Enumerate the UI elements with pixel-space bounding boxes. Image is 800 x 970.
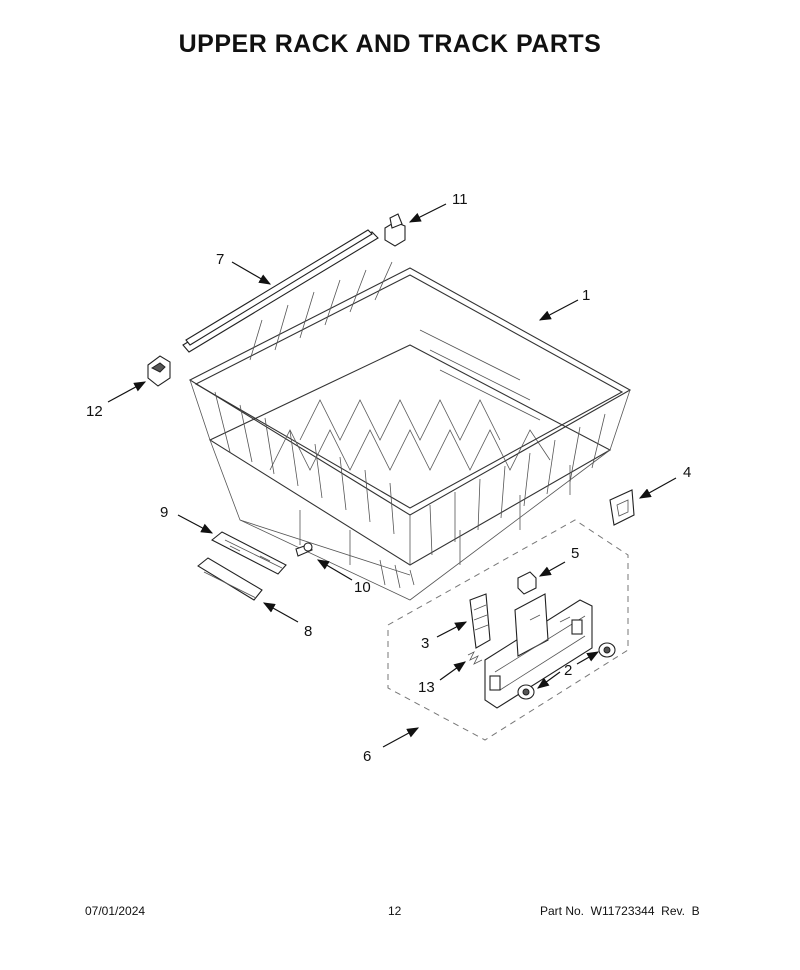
callout-11: 11 [452, 191, 468, 208]
callout-10: 10 [354, 579, 371, 596]
callout-5: 5 [571, 545, 579, 562]
footer-date: 07/01/2024 [85, 904, 146, 918]
callout-13: 13 [418, 679, 435, 696]
leader-10 [316, 559, 353, 581]
callout-7: 7 [216, 251, 224, 268]
callout-8: 8 [304, 623, 312, 640]
leader-2a [537, 671, 561, 689]
handle-cover [197, 557, 263, 601]
page-title: UPPER RACK AND TRACK PARTS [178, 30, 602, 58]
callout-1: 1 [582, 287, 590, 304]
leader-2b [576, 651, 600, 665]
adjuster-lever [469, 593, 491, 649]
adjuster-housing [484, 593, 593, 709]
callout-2: 2 [564, 662, 572, 679]
rear-track-end-cap [384, 213, 406, 247]
handle-base [210, 531, 287, 575]
leader-7 [231, 261, 272, 285]
footer-page-number: 12 [388, 904, 402, 918]
screw [295, 542, 313, 557]
front-track-stop [147, 355, 171, 387]
leader-12 [107, 381, 147, 403]
upper-rack-basket [188, 261, 632, 601]
leader-4 [638, 477, 677, 499]
footer-part-number: Part No. W11723344 Rev. B [540, 904, 700, 918]
track-rail [182, 229, 379, 353]
leader-13 [439, 661, 466, 681]
callout-3: 3 [421, 635, 429, 652]
leader-6 [382, 727, 420, 748]
leader-1 [538, 299, 579, 321]
adjuster-cap [517, 571, 537, 595]
spring [467, 651, 483, 665]
leader-11 [408, 203, 447, 223]
rack-wheels [517, 642, 616, 700]
leader-9 [177, 514, 214, 534]
callout-6: 6 [363, 748, 371, 765]
leader-3 [436, 621, 468, 638]
clip-part [609, 489, 635, 526]
callout-4: 4 [683, 464, 691, 481]
adjuster-assembly-outline [387, 519, 629, 741]
callout-9: 9 [160, 504, 168, 521]
callout-12: 12 [86, 403, 103, 420]
leader-8 [262, 602, 299, 623]
leader-5 [538, 561, 566, 577]
